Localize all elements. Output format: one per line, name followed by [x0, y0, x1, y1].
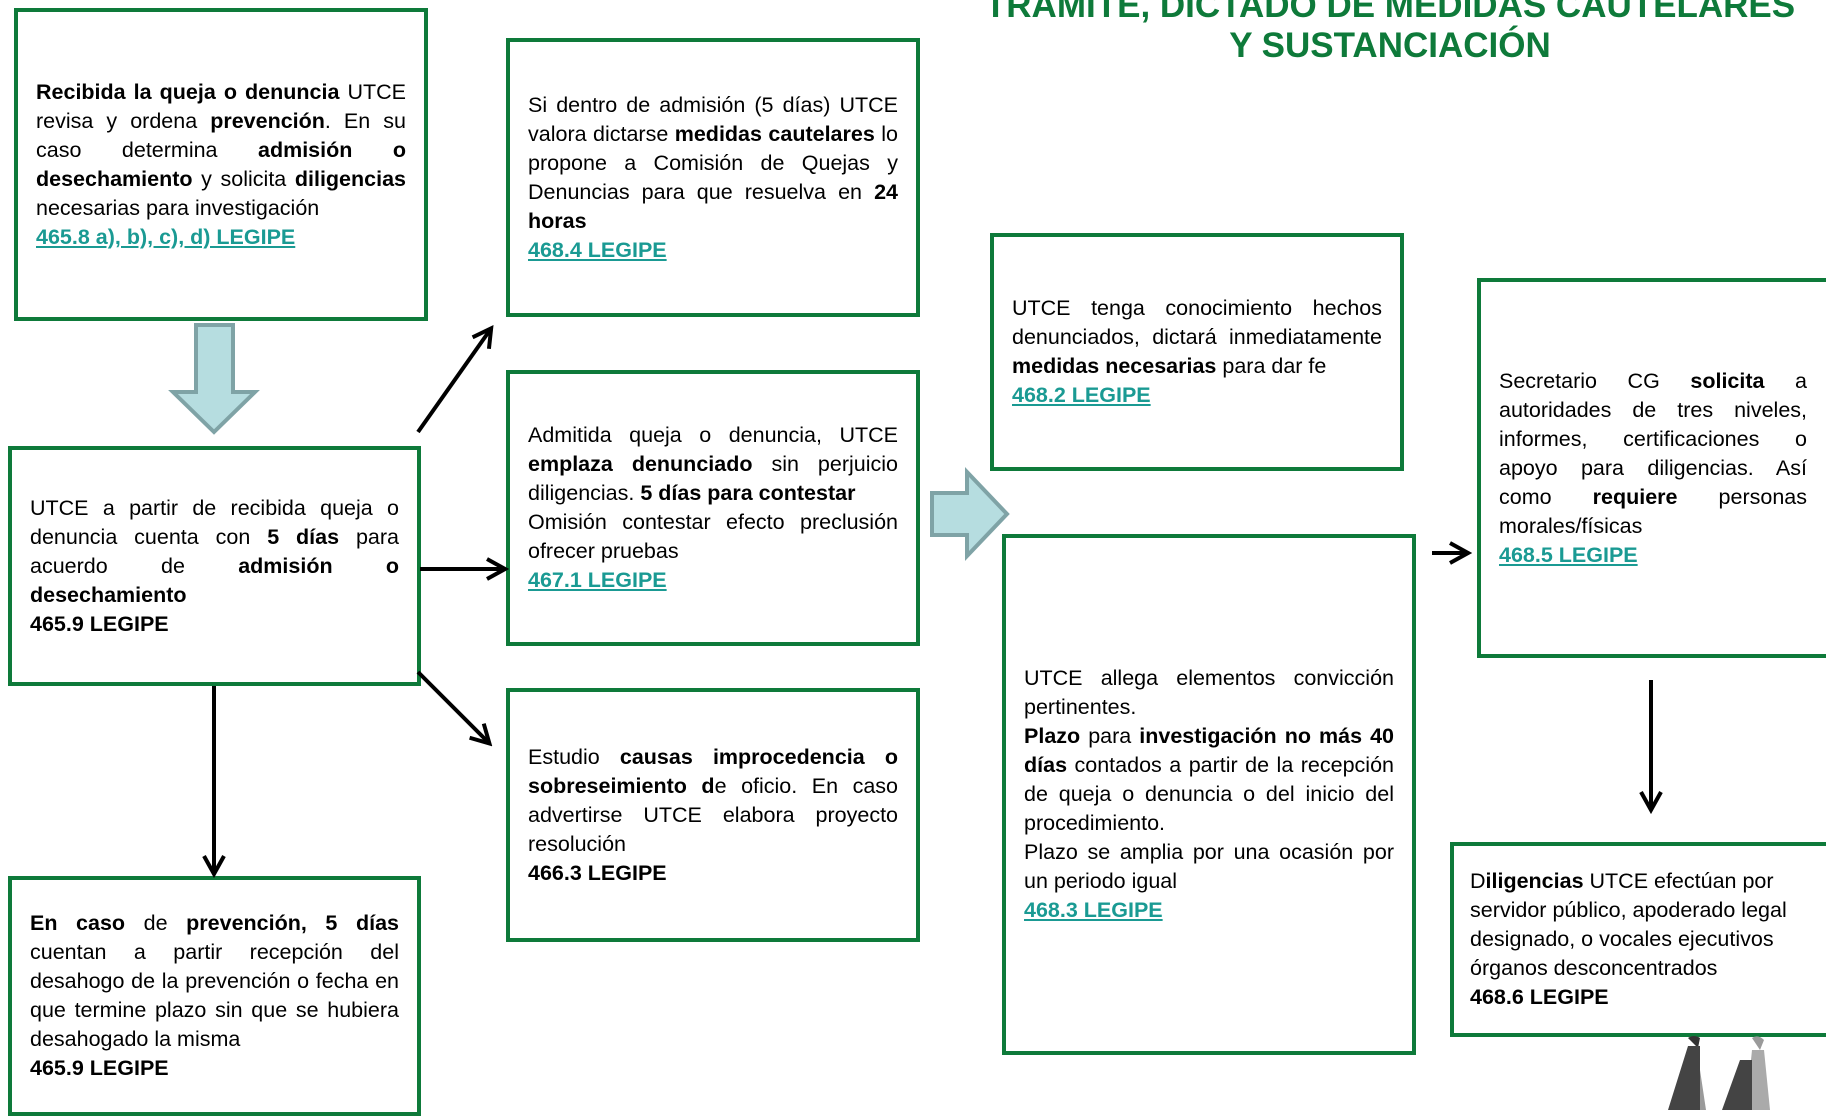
legal-reference: 466.3 LEGIPE — [528, 860, 667, 885]
box-improcedencia: Estudio causas improcedencia o sobreseim… — [506, 688, 920, 942]
legal-reference-link[interactable]: 467.1 LEGIPE — [528, 568, 667, 592]
box-recibida-queja: Recibida la queja o denuncia UTCE revisa… — [14, 8, 428, 321]
arrow-to-cautelares — [416, 330, 490, 434]
box-plazo-admision: UTCE a partir de recibida queja o denunc… — [8, 446, 421, 686]
title-line-2: Y SUSTANCIACIÓN — [1229, 26, 1551, 65]
box-emplaza-denunciado: Admitida queja o denuncia, UTCE emplaza … — [506, 370, 920, 646]
box-prevencion: En caso de prevención, 5 días cuentan a … — [8, 876, 421, 1116]
box-allega-elementos: UTCE allega elementos convicción pertine… — [1002, 534, 1416, 1055]
legal-reference: 468.6 LEGIPE — [1470, 985, 1609, 1009]
legal-reference: 465.9 LEGIPE — [30, 1056, 169, 1080]
decorative-figures-graphic — [1668, 1036, 1770, 1110]
block-arrow-right — [930, 467, 1010, 561]
legal-reference-link[interactable]: 468.5 LEGIPE — [1499, 542, 1638, 567]
legal-reference-link[interactable]: 468.2 LEGIPE — [1012, 383, 1151, 407]
legal-reference-link[interactable]: 468.4 LEGIPE — [528, 237, 667, 262]
box-diligencias-utce: Diligencias UTCE efectúan por servidor p… — [1450, 842, 1826, 1037]
title-line-1: TRÁMITE, DICTADO DE MEDIDAS CAUTELARES — [984, 0, 1796, 25]
legal-reference-link[interactable]: 468.3 LEGIPE — [1024, 898, 1163, 922]
legal-reference-link[interactable]: 465.8 a), b), c), d) LEGIPE — [36, 224, 296, 249]
text-bold: Recibida la queja o denuncia — [36, 79, 340, 104]
arrow-to-improcedencia — [416, 670, 488, 742]
box-medidas-cautelares: Si dentro de admisión (5 días) UTCE valo… — [506, 38, 920, 317]
box-secretario-cg: Secretario CG solicita a autoridades de … — [1477, 278, 1826, 658]
box-conocimiento-hechos: UTCE tenga conocimiento hechos denunciad… — [990, 233, 1404, 471]
diagram-title: TRÁMITE, DICTADO DE MEDIDAS CAUTELARES Y… — [960, 0, 1820, 66]
legal-reference: 465.9 LEGIPE — [30, 611, 169, 636]
block-arrow-down — [168, 323, 260, 435]
